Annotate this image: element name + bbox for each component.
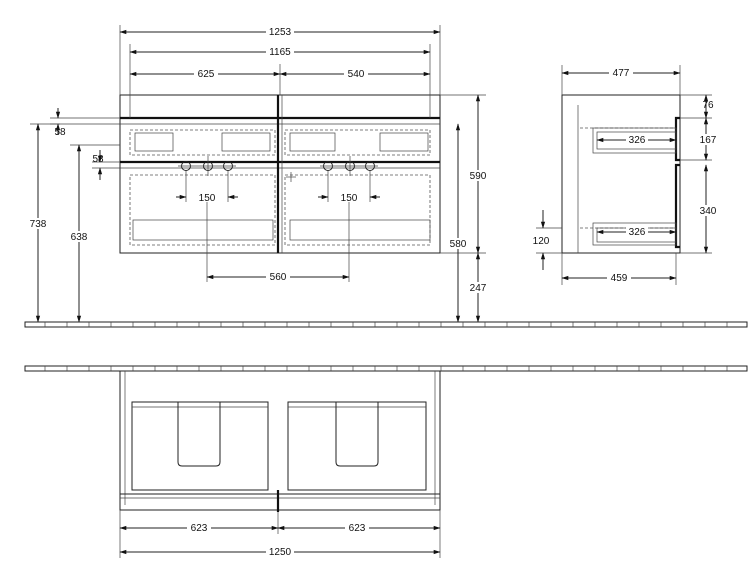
dim-side-top-offset: 76	[702, 100, 714, 111]
plan-view: 623 623 1250	[24, 365, 748, 558]
dim-overall-width: 1253	[269, 27, 292, 38]
dim-cabinet-height: 590	[470, 171, 487, 182]
dim-left-offset: 625	[198, 69, 215, 80]
dim-side-upper-depth: 326	[629, 135, 646, 146]
front-view: 1253 1165 625 540 150 150 560	[24, 25, 748, 328]
dim-side-lower-drawer: 340	[700, 206, 717, 217]
dim-side-depth: 477	[613, 68, 630, 79]
side-view: 477 76 167 340 326 326 120	[533, 65, 720, 285]
dim-top-offset-upper: 58	[54, 127, 66, 138]
dim-basin-centers: 560	[270, 272, 287, 283]
side-outline	[561, 94, 681, 254]
dim-floor-clearance: 247	[470, 283, 487, 294]
dim-total-height: 738	[30, 219, 47, 230]
dim-side-lower-depth: 326	[629, 227, 646, 238]
dim-side-inner-depth: 459	[611, 273, 628, 284]
dim-right-offset: 540	[348, 69, 365, 80]
dim-top-offset-lower: 58	[92, 154, 104, 165]
dim-height-638: 638	[71, 232, 88, 243]
dim-plan-left-width: 623	[191, 523, 208, 534]
dim-left-tap-spacing: 150	[199, 193, 216, 204]
dim-right-tap-spacing: 150	[341, 193, 358, 204]
dim-height-580: 580	[450, 239, 467, 250]
dim-plan-right-width: 623	[349, 523, 366, 534]
dim-plan-overall-width: 1250	[269, 547, 292, 558]
dim-inner-width: 1165	[269, 47, 291, 58]
plan-left-drawer	[131, 401, 269, 491]
dim-side-bottom-offset: 120	[533, 236, 550, 247]
plan-right-drawer	[287, 401, 427, 491]
wall-line	[24, 365, 748, 372]
dim-side-upper-drawer: 167	[700, 135, 717, 146]
floor-line	[24, 321, 748, 328]
